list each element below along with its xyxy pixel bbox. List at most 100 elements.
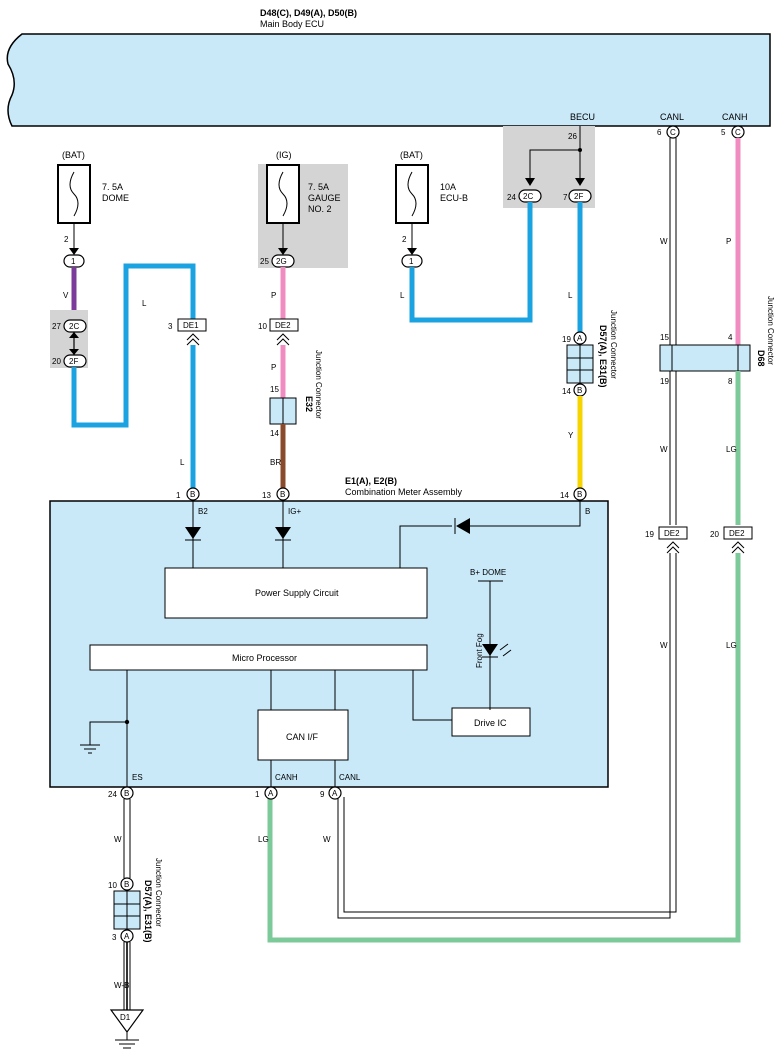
blue-wire-dome — [71, 263, 196, 428]
meter-pin-9a — [328, 786, 342, 800]
svg-text:P: P — [271, 291, 276, 300]
arrow-icon — [575, 178, 585, 186]
svg-text:DE1: DE1 — [183, 321, 199, 330]
arrow-icon — [69, 248, 79, 255]
diode-icon — [185, 527, 201, 539]
arrow-icon — [278, 248, 288, 255]
d57-top-name: Junction Connector — [609, 310, 618, 379]
chevron-up-icon — [276, 333, 290, 346]
svg-text:3: 3 — [168, 322, 173, 331]
svg-text:Y: Y — [568, 431, 574, 440]
light-rays-icon — [499, 643, 512, 657]
svg-text:IG+: IG+ — [288, 507, 301, 516]
svg-text:25: 25 — [260, 257, 269, 266]
main-body-ecu-box — [6, 33, 771, 127]
svg-text:10: 10 — [108, 881, 117, 890]
svg-text:14: 14 — [270, 429, 279, 438]
drive-ic — [451, 707, 531, 737]
de2-connector-right-2 — [723, 526, 753, 540]
svg-text:LG: LG — [726, 641, 737, 650]
svg-text:20: 20 — [710, 530, 719, 539]
svg-text:1: 1 — [409, 257, 414, 266]
svg-text:2F: 2F — [574, 192, 583, 201]
gauge-source: (IG) — [276, 150, 292, 160]
svg-text:W: W — [660, 445, 668, 454]
micro-processor — [89, 644, 428, 671]
svg-text:2: 2 — [402, 235, 407, 244]
svg-text:1: 1 — [71, 257, 76, 266]
svg-text:DE2: DE2 — [729, 529, 745, 538]
svg-text:A: A — [124, 932, 130, 941]
svg-text:2C: 2C — [523, 192, 533, 201]
d68-name: Junction Connector — [766, 296, 775, 365]
svg-text:19: 19 — [645, 530, 654, 539]
svg-text:Drive IC: Drive IC — [474, 718, 507, 728]
svg-text:CAN I/F: CAN I/F — [286, 732, 319, 742]
d68-code: D68 — [756, 350, 766, 367]
becu-pin: 26 — [568, 132, 577, 141]
svg-text:5: 5 — [721, 128, 726, 137]
svg-text:NO. 2: NO. 2 — [308, 204, 332, 214]
svg-text:14: 14 — [560, 491, 569, 500]
meter-pin-1a — [264, 786, 278, 800]
becu-branch-wire — [529, 126, 581, 180]
svg-text:A: A — [577, 334, 583, 343]
svg-text:CANL: CANL — [339, 773, 361, 782]
svg-text:10: 10 — [258, 322, 267, 331]
svg-text:8: 8 — [728, 377, 733, 386]
d68-junction — [659, 344, 751, 372]
d57-bot-conn-b — [120, 877, 134, 891]
svg-text:19: 19 — [562, 335, 571, 344]
led-icon — [482, 644, 498, 656]
green-wire-canh-lower — [267, 553, 741, 943]
chevron-up-icon — [186, 333, 200, 346]
e32-code: E32 — [304, 396, 314, 412]
ecu-subtitle: Main Body ECU — [260, 19, 324, 29]
svg-text:Micro Processor: Micro Processor — [232, 653, 297, 663]
front-fog-label: Front Fog — [475, 633, 484, 668]
de1-connector — [177, 318, 207, 332]
svg-text:B: B — [585, 507, 590, 516]
svg-text:C: C — [735, 128, 741, 137]
svg-text:7. 5A: 7. 5A — [102, 182, 123, 192]
svg-text:W: W — [660, 237, 668, 246]
ecu-canl-connector — [666, 125, 680, 139]
svg-text:L: L — [400, 291, 405, 300]
pin-24-label: 24 — [507, 193, 516, 202]
ground-triangle-icon — [109, 1009, 145, 1034]
svg-text:B2: B2 — [198, 507, 208, 516]
svg-text:V: V — [63, 291, 69, 300]
svg-text:24: 24 — [108, 790, 117, 799]
pin-7-label: 7 — [563, 193, 568, 202]
svg-text:P: P — [726, 237, 731, 246]
svg-text:LG: LG — [258, 835, 269, 844]
ecu-canh-label: CANH — [722, 112, 748, 122]
blue-wire-ecub — [409, 202, 533, 323]
arrow-icon — [525, 178, 535, 186]
dome-source: (BAT) — [62, 150, 85, 160]
svg-text:B: B — [280, 490, 285, 499]
svg-text:L: L — [142, 299, 147, 308]
white-wire-es — [123, 799, 131, 878]
svg-text:15: 15 — [660, 333, 669, 342]
de2-connector-top — [269, 318, 299, 332]
can-if — [257, 709, 349, 761]
svg-text:14: 14 — [562, 387, 571, 396]
ecu-title: D48(C), D49(A), D50(B) — [260, 8, 357, 18]
svg-text:2F: 2F — [69, 357, 78, 366]
d57-bottom-code: D57(A), E31(B) — [143, 880, 153, 943]
wb-wire — [123, 942, 131, 1010]
fuse-icon — [69, 171, 79, 217]
svg-text:B: B — [577, 386, 582, 395]
svg-text:P: P — [271, 363, 276, 372]
diode-icon — [456, 518, 470, 534]
fuse-icon — [278, 171, 288, 217]
d57-top-conn-a — [573, 331, 587, 345]
svg-text:20: 20 — [52, 357, 61, 366]
svg-text:DOME: DOME — [102, 193, 129, 203]
svg-text:27: 27 — [52, 322, 61, 331]
white-wire-canl-lower — [337, 553, 677, 919]
svg-text:DE2: DE2 — [664, 529, 680, 538]
arrow-icon — [69, 332, 79, 338]
